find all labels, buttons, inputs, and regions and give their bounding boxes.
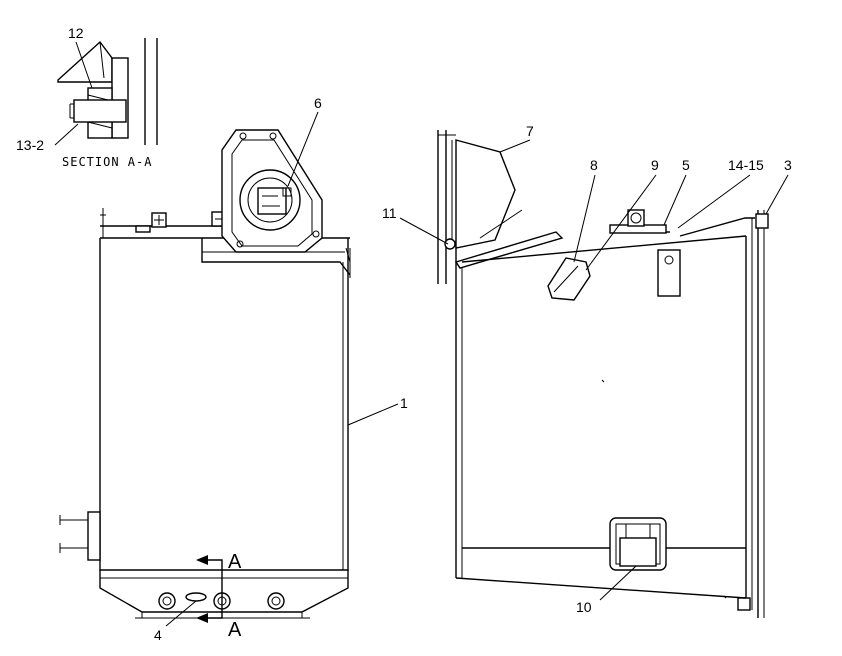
tank-side-view xyxy=(399,130,789,618)
callout-9: 9 xyxy=(651,157,659,173)
section-detail xyxy=(54,38,158,146)
callout-11: 11 xyxy=(382,205,397,221)
callout-8: 8 xyxy=(590,157,598,173)
section-cut-line xyxy=(196,555,223,623)
section-marker-bottom: A xyxy=(228,619,242,641)
callout-14-15: 14-15 xyxy=(728,157,764,173)
callout-1: 1 xyxy=(400,395,408,411)
tank-front-view xyxy=(59,111,399,627)
callout-10: 10 xyxy=(576,599,592,615)
callout-3: 3 xyxy=(784,157,792,173)
callout-7: 7 xyxy=(526,123,534,139)
callout-13-2: 13-2 xyxy=(16,137,44,153)
section-caption: SECTION A-A xyxy=(62,155,152,169)
callout-4: 4 xyxy=(154,627,162,643)
callout-12: 12 xyxy=(68,25,84,41)
callout-6: 6 xyxy=(314,95,322,111)
section-marker-top: A xyxy=(228,551,242,573)
callout-5: 5 xyxy=(682,157,690,173)
